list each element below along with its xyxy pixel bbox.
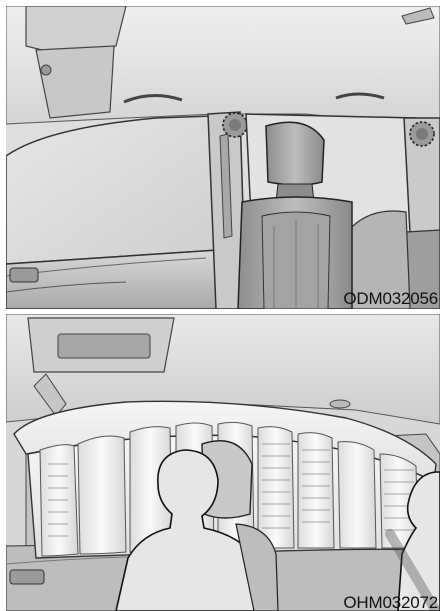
figure-code-top: ODM032056 bbox=[343, 290, 438, 307]
figure-code-bottom: OHM032072 bbox=[343, 594, 438, 611]
interior-illustration-bottom bbox=[6, 314, 440, 611]
illustration-sensor-locations: ODM032056 bbox=[6, 6, 440, 309]
illustration-curtain-airbag: OHM032072 bbox=[6, 314, 440, 611]
interior-illustration-top bbox=[6, 6, 440, 309]
